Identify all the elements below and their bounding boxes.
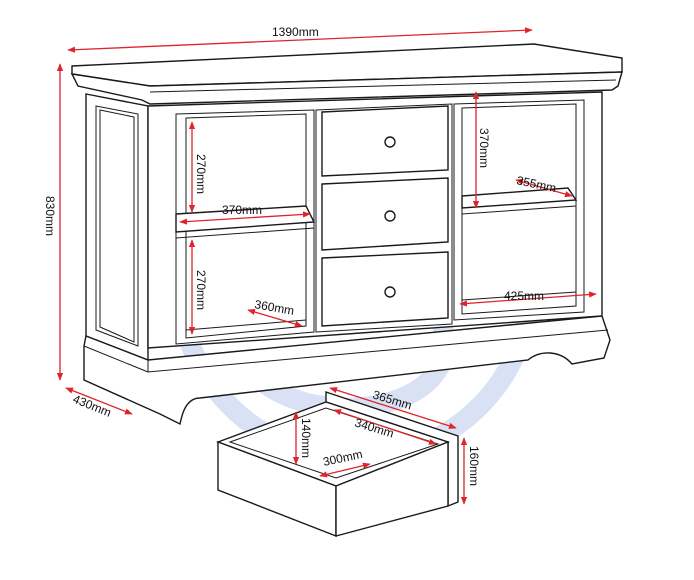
dim-line-left-lower-depth [247, 309, 303, 327]
cabinet-cornice [70, 71, 623, 105]
drawer-front-3 [321, 251, 449, 327]
label-left-upper-height: 270mm [194, 154, 208, 194]
dim-line-right-lower-width [459, 291, 597, 307]
label-overall-width: 1390mm [272, 25, 319, 39]
dim-line-left-upper-width [179, 211, 311, 225]
label-drawer-front-height: 160mm [467, 446, 481, 486]
label-overall-height: 830mm [43, 196, 57, 236]
label-left-lower-depth: 360mm [253, 297, 295, 318]
drawer-knob-1 [384, 136, 396, 148]
dim-line-drawer-inner-width [319, 462, 371, 478]
dim-line-overall-width [67, 27, 533, 53]
label-left-upper-width: 370mm [222, 203, 262, 217]
cabinet-plinth [83, 315, 611, 426]
dimension-lines [56, 27, 597, 505]
dim-line-right-upper-depth [515, 178, 573, 198]
sideboard-cabinet [70, 43, 623, 426]
dim-line-overall-depth [65, 387, 133, 415]
cabinet-left-side [85, 93, 149, 362]
label-drawer-inner-height: 140mm [299, 418, 313, 458]
label-right-upper-height: 370mm [477, 128, 491, 168]
label-overall-depth: 430mm [71, 392, 113, 420]
dim-line-drawer-inner-length [333, 409, 437, 445]
label-right-lower-width: 425mm [504, 289, 544, 303]
drawer-knob-2 [384, 210, 396, 222]
drawer-knob-3 [384, 286, 396, 298]
label-left-lower-height: 270mm [194, 270, 208, 310]
